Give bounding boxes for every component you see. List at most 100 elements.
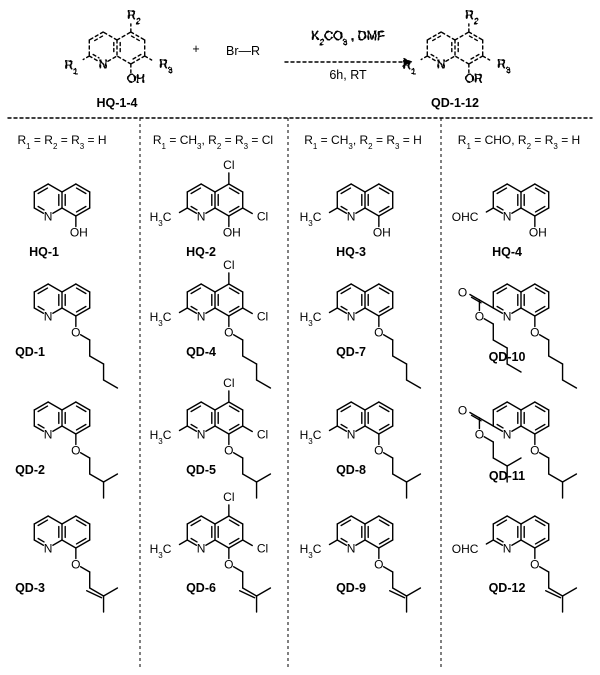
alkyl-bond (548, 587, 564, 597)
bond (61, 425, 77, 435)
ether-oxygen: O (224, 325, 233, 339)
double-bond-line (340, 305, 348, 311)
ether-oxygen: O (374, 443, 383, 457)
bond (378, 307, 394, 317)
methyl-label: H3C (150, 310, 172, 328)
bond (534, 515, 550, 525)
methyl-branch-bond (405, 473, 422, 483)
nitrogen-atom: N (503, 541, 512, 555)
methyl-branch-bond (405, 587, 422, 597)
bond (214, 307, 230, 317)
chlorine-atom: Cl (257, 309, 268, 323)
nitrogen-atom: N (99, 57, 108, 71)
methyl-label: H3C (300, 542, 322, 560)
bond (200, 401, 216, 411)
alkyl-bond (492, 339, 508, 349)
alkyl-bond (561, 379, 578, 389)
alkyl-bond (392, 587, 408, 597)
methyl-bond (178, 207, 188, 214)
methyl-branch-bond (561, 473, 578, 483)
product-label: QD-1-12 (431, 96, 479, 110)
compound-label: QD-11 (489, 469, 525, 483)
methyl-branch-bond (102, 473, 119, 483)
bond (52, 307, 63, 314)
bond (61, 539, 77, 549)
methyl-label: H3C (300, 428, 322, 446)
methyl-label: H3C (150, 428, 172, 446)
bond (350, 515, 366, 525)
nitrogen-atom: N (44, 209, 53, 223)
column-4: R1 = CHO, R2 = R3 = HNOHCOHHQ-4NOOOQD-10… (452, 133, 580, 613)
double-bond-line (37, 287, 49, 295)
bond (205, 539, 216, 546)
bond (186, 283, 202, 293)
bond (520, 539, 536, 549)
double-bond-line (468, 53, 480, 61)
hydroxyl-group: OH (223, 225, 241, 239)
alkyl-bond (548, 355, 564, 365)
bond (33, 183, 49, 193)
double-bond-line (37, 537, 45, 543)
methyl-branch-bond (506, 457, 522, 467)
double-bond-line (378, 205, 390, 213)
bond (506, 401, 522, 411)
double-bond-line (37, 305, 45, 311)
double-bond-line (340, 205, 348, 211)
ether-oxygen: O (71, 443, 80, 457)
double-bond-line (378, 287, 390, 295)
bond (47, 283, 63, 293)
bond (52, 425, 63, 432)
bond (520, 515, 536, 525)
double-bond-line (496, 519, 508, 527)
double-bond-line (496, 287, 508, 295)
bond (511, 425, 522, 432)
conditions-bottom: 6h, RT (329, 68, 367, 82)
hydroxyl-group: OH (373, 225, 391, 239)
bond (520, 283, 536, 293)
r2-label: R2 (465, 8, 479, 26)
bond (492, 425, 504, 432)
bond (228, 425, 244, 435)
column-3: R1 = CH3, R2 = R3 = HNH3COHHQ-3NH3COQD-7… (300, 133, 422, 613)
nitrogen-atom: N (347, 309, 356, 323)
bond (534, 183, 550, 193)
methyl-label: H3C (150, 210, 172, 228)
nitrogen-atom: N (503, 427, 512, 441)
ether-oxygen: O (530, 557, 539, 571)
bond (228, 207, 244, 217)
bond (534, 539, 550, 549)
aldehyde-bond (485, 207, 494, 213)
bond (102, 31, 118, 41)
double-bond-line (468, 35, 480, 43)
double-bond-line (534, 305, 546, 313)
bond (75, 307, 91, 317)
chloro-bond (242, 307, 253, 315)
alkyl-bond (382, 566, 394, 573)
nitrogen-atom: N (347, 541, 356, 555)
double-bond-line (86, 590, 103, 599)
methyl-label: H3C (300, 310, 322, 328)
bond (214, 283, 230, 293)
bond (47, 183, 63, 193)
chloro-bond (242, 539, 253, 547)
reaction-header: HQ-1-4 + Br—R 6h, RT QD-1-12 (97, 42, 480, 110)
chlorine-atom: Cl (257, 427, 268, 441)
carbonyl-oxygen: O (458, 285, 467, 299)
methyl-bond (178, 425, 188, 432)
bond (33, 401, 49, 411)
hydroxyl-group: OH (127, 72, 145, 86)
alkyl-bond (392, 473, 408, 483)
methyl-label: H3C (150, 542, 172, 560)
ether-oxygen: O (224, 443, 233, 457)
bond (364, 425, 380, 435)
bond (200, 515, 216, 525)
bond (75, 283, 91, 293)
bond (214, 207, 230, 217)
alkyl-bond (242, 473, 258, 483)
compound-label: QD-9 (336, 581, 366, 595)
ester-bond (478, 417, 494, 427)
